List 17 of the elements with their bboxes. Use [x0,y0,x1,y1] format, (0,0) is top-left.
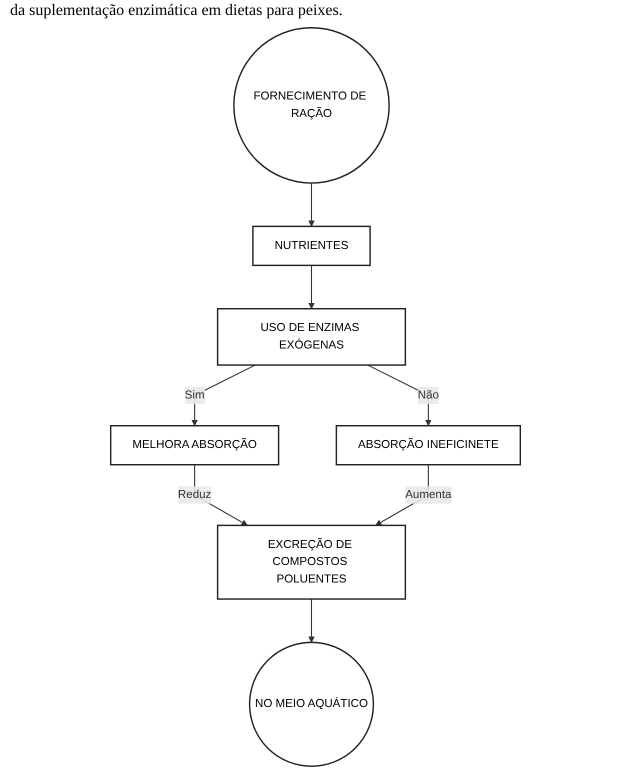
edge-label: Aumenta [405,488,452,501]
node-box: USO DE ENZIMAS EXÓGENAS [216,308,406,366]
node-circle: NO MEIO AQUÁTICO [248,642,374,767]
node-box: MELHORA ABSORÇÃO [110,425,280,466]
node-circle: FORNECIMENTO DE RAÇÃO [233,27,390,184]
arrow [368,364,432,426]
arrow [308,599,315,643]
edge-label: Reduz [178,488,212,501]
arrow [308,265,315,309]
node-box: EXCREÇÃO DE COMPOSTOS POLUENTES [216,524,406,600]
caption: da suplementação enzimática em dietas para peixes. [9,1,344,21]
arrow [191,364,256,426]
node-box: NUTRIENTES [252,226,371,266]
edge-label: Não [418,388,439,402]
arrow [308,183,315,227]
edge-label: Sim [184,388,205,402]
node-box: ABSORÇÃO INEFICINETE [336,425,522,466]
